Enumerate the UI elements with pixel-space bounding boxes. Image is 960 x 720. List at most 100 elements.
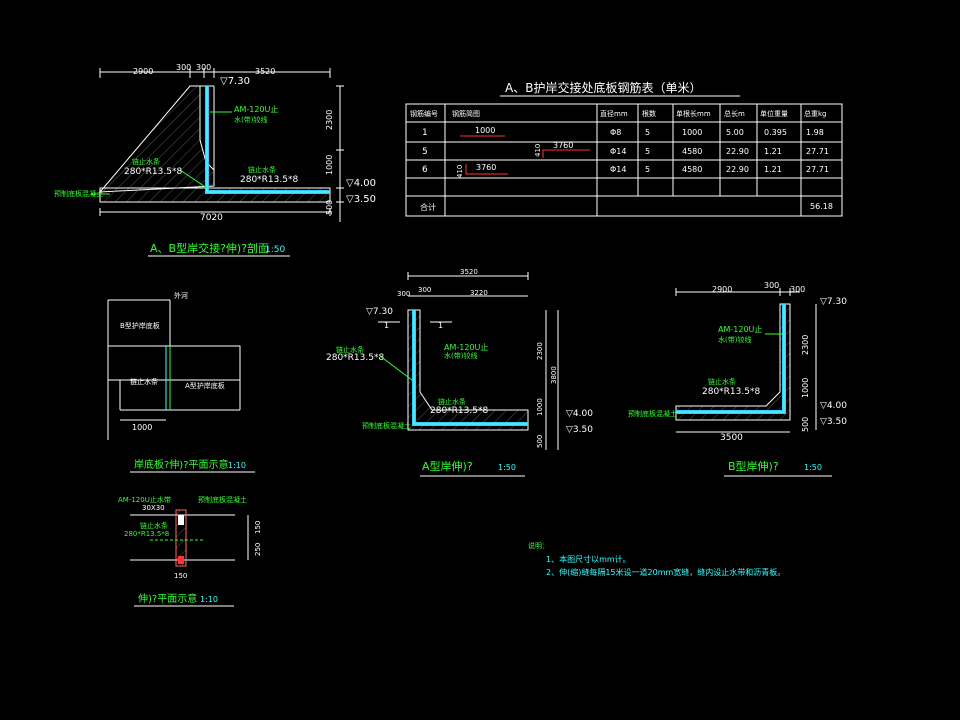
b-dim-2900: 2900 xyxy=(712,285,732,294)
a-dim-total: 3520 xyxy=(460,268,478,276)
a-elev-mid: ▽4.00 xyxy=(566,409,593,419)
th-weight: 总重kg xyxy=(804,109,827,118)
cell-weight: 27.71 xyxy=(806,165,829,174)
section-a: 3520 300 300 3220 2300 3800 1000 500 ▽7.… xyxy=(326,268,593,477)
cell-dia: Φ14 xyxy=(610,147,626,156)
dim-right-500: 500 xyxy=(325,200,334,215)
b-dim-right-500: 500 xyxy=(801,417,810,432)
dim-2900: 2900 xyxy=(133,67,153,76)
th-shape: 钢筋简图 xyxy=(452,109,480,118)
label-seal-2: 水(带)铰线 xyxy=(234,115,267,124)
cell-dia: Φ14 xyxy=(610,165,626,174)
total-value: 56.18 xyxy=(810,202,833,211)
a-dim-300-b: 300 xyxy=(418,286,431,294)
b-label-stop: 链止水条 xyxy=(708,377,736,386)
cell-shape: 3760 xyxy=(553,141,573,150)
joint-label-stop: 链止水条 xyxy=(140,521,168,530)
cell-total: 22.90 xyxy=(726,165,749,174)
b-elev-mid: ▽4.00 xyxy=(820,401,847,411)
cell-no: 6 xyxy=(422,165,428,175)
th-total: 总长m xyxy=(724,109,745,118)
b-dim-right-2300: 2300 xyxy=(801,335,810,355)
b-elev-low: ▽3.50 xyxy=(820,417,847,427)
cell-unit: 1.21 xyxy=(764,165,782,174)
table-row: 1 1000 Φ8 5 1000 5.00 0.395 1.98 xyxy=(422,126,824,138)
plan-bottom: 外河 B型护岸底板 A型护岸底板 链止水条 1000 岸底板?伸)?平面示意 1… xyxy=(107,291,255,473)
notes-line-2: 2、伸(缩)缝每隔15米设一道20mm宽缝，缝内设止水带和沥青板。 xyxy=(546,567,785,577)
notes-heading: 说明： xyxy=(528,541,549,550)
th-dia: 直径mm xyxy=(600,109,628,118)
cell-weight: 1.98 xyxy=(806,128,824,137)
cell-shape: 1000 xyxy=(475,126,495,135)
b-elev-top: ▽7.30 xyxy=(820,297,847,307)
table-row: 5 3760 410 Φ14 5 4580 22.90 1.21 27.71 xyxy=(422,141,829,158)
a-dim-right-2300: 2300 xyxy=(536,342,544,360)
dim-300-b: 300 xyxy=(196,63,211,72)
cell-shape-2: 410 xyxy=(534,144,542,157)
cell-dia: Φ8 xyxy=(610,128,621,137)
dim-3520: 3520 xyxy=(255,67,275,76)
dim-7020: 7020 xyxy=(200,213,223,223)
plan-label-stop: 链止水条 xyxy=(130,377,158,386)
dim-right-1000: 1000 xyxy=(325,155,334,175)
a-elev-top: ▽7.30 xyxy=(366,307,393,317)
label-stop-2: 链止水条 xyxy=(248,165,276,174)
total-label: 合计 xyxy=(420,202,436,212)
section-b-title: B型岸伸)? xyxy=(728,459,779,473)
label-stop-spec: 280*R13.5*8 xyxy=(124,167,182,177)
cell-len: 1000 xyxy=(682,128,702,137)
joint-label-seal: AM-120U止水带 xyxy=(118,495,171,504)
b-dim-300-b: 300 xyxy=(790,285,805,294)
th-n: 根数 xyxy=(642,109,656,118)
a-label-base: 预制底板混凝土 xyxy=(362,421,411,430)
section-ab-title: A、B型岸交接?伸)?剖面 xyxy=(150,241,269,255)
plan-bottom-scale: 1:10 xyxy=(228,461,246,470)
joint-label-size: 30X30 xyxy=(142,504,165,512)
a-elev-low: ▽3.50 xyxy=(566,425,593,435)
joint-label-base: 预制底板混凝土 xyxy=(198,495,247,504)
b-label-base: 预制底板混凝土 xyxy=(628,409,677,418)
a-label-seal-2: 水(带)铰线 xyxy=(444,351,477,360)
joint-label-stop-spec: 280*R13.5*8 xyxy=(124,530,169,538)
b-dim-300-a: 300 xyxy=(764,281,779,290)
plan-label-b: B型护岸底板 xyxy=(120,321,160,330)
a-label-stop-2: 链止水条 xyxy=(438,397,466,406)
cell-len: 4580 xyxy=(682,147,702,156)
joint-dim-right-2: 250 xyxy=(254,543,262,556)
plan-label-top: 外河 xyxy=(174,291,188,300)
a-dim-right-3800: 3800 xyxy=(550,366,558,384)
b-label-seal-2: 水(带)铰线 xyxy=(718,335,751,344)
a-label-stop-2-spec: 280*R13.5*8 xyxy=(430,406,488,416)
plan-label-a: A型护岸底板 xyxy=(185,381,225,390)
b-dim-right-1000: 1000 xyxy=(801,378,810,398)
cell-unit: 1.21 xyxy=(764,147,782,156)
cell-weight: 27.71 xyxy=(806,147,829,156)
a-mark-1: 1 xyxy=(384,321,389,330)
plan-joint-title: 伸)?平面示意 xyxy=(138,592,197,605)
cell-n: 5 xyxy=(645,128,650,137)
a-dim-300-a: 300 xyxy=(397,290,410,298)
th-no: 钢筋编号 xyxy=(410,109,438,118)
th-unit: 单位重量 xyxy=(760,109,788,118)
section-a-title: A型岸伸)? xyxy=(422,459,473,473)
cell-no: 1 xyxy=(422,128,428,138)
notes-line-1: 1、本图尺寸以mm计。 xyxy=(546,554,631,564)
notes: 说明： 1、本图尺寸以mm计。 2、伸(缩)缝每隔15米设一道20mm宽缝，缝内… xyxy=(528,541,785,577)
label-base: 预制底板混凝土 xyxy=(54,189,103,198)
table-title: A、B护岸交接处底板钢筋表（单米） xyxy=(505,80,701,95)
a-label-seal: AM-120U止 xyxy=(444,342,488,352)
label-seal: AM-120U止 xyxy=(234,104,278,114)
cell-shape-2: 410 xyxy=(456,165,464,178)
cell-len: 4580 xyxy=(682,165,702,174)
table-row: 6 3760 410 Φ14 5 4580 22.90 1.21 27.71 xyxy=(422,163,829,178)
cell-total: 22.90 xyxy=(726,147,749,156)
dim-right-2300: 2300 xyxy=(325,110,334,130)
cell-n: 5 xyxy=(645,147,650,156)
section-b-scale: 1:50 xyxy=(804,463,822,472)
cell-total: 5.00 xyxy=(726,128,744,137)
label-stop: 链止水条 xyxy=(132,157,160,166)
section-b: 2900 300 300 2300 1000 500 ▽7.30 ▽4.00 ▽… xyxy=(628,281,847,477)
plan-dim: 1000 xyxy=(132,423,152,432)
a-dim-right-500: 500 xyxy=(536,435,544,448)
